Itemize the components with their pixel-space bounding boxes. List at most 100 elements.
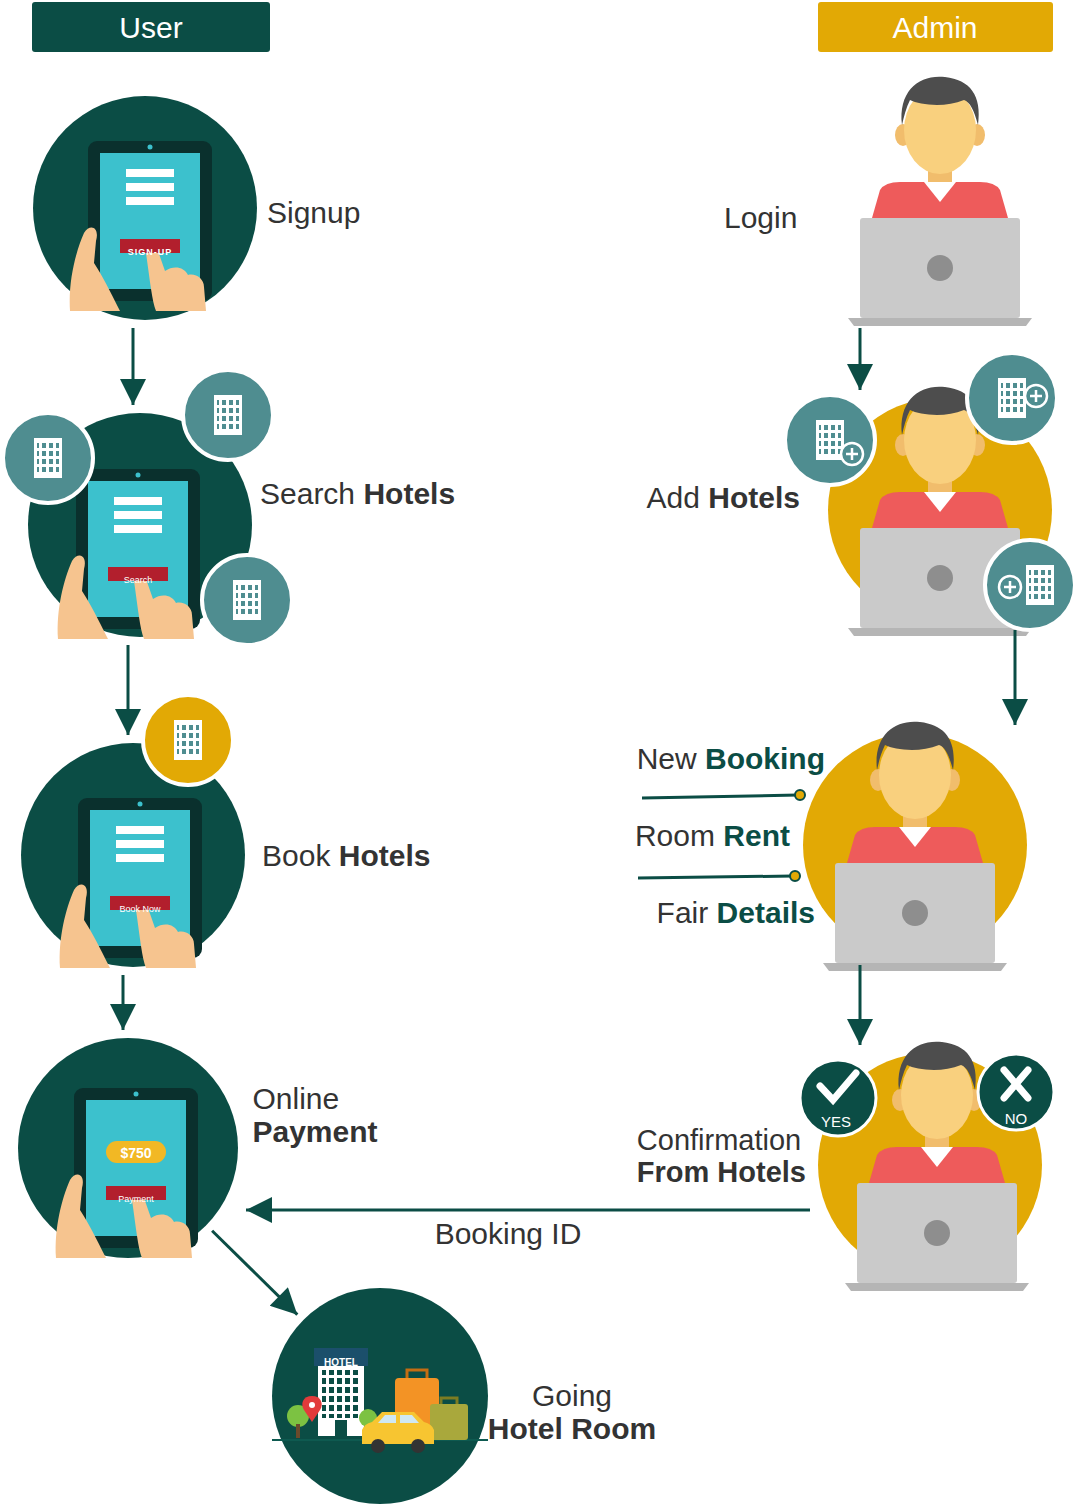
add-hotel-icon	[967, 353, 1057, 443]
detail-label: Room Rent	[635, 819, 790, 852]
hotel-scene	[309, 1402, 315, 1408]
text-part: Fair	[657, 896, 709, 929]
leader-line	[795, 790, 805, 800]
text-part: Room	[635, 819, 715, 852]
step-circle: Going Hotel RoomHOTEL	[272, 1288, 488, 1504]
column-header: User	[32, 2, 270, 52]
text-holder: Search Hotels	[260, 477, 455, 510]
admin-figure	[848, 77, 1032, 326]
header-text: User	[119, 11, 182, 44]
circle-outline	[818, 1053, 1042, 1277]
hotel-icon	[233, 580, 261, 620]
admin-figure	[848, 77, 1032, 326]
hotel-icon	[174, 720, 202, 760]
add-hotel-icon	[999, 576, 1021, 598]
hotel-icon	[183, 370, 273, 460]
text-part: Confirmation	[637, 1125, 806, 1157]
text-holder: $750	[120, 1144, 151, 1162]
text-part: Hotel Room	[488, 1412, 656, 1445]
hotel-icon	[3, 413, 93, 503]
flow-arrow	[246, 1209, 810, 1212]
text-part: Add	[647, 481, 700, 514]
circle-outline	[21, 743, 245, 967]
text-holder: Online Payment	[252, 1082, 377, 1148]
signup-tablet	[70, 141, 212, 311]
button-text: SIGN-UP	[128, 248, 173, 258]
flow-arrow	[859, 328, 862, 390]
header-fill	[32, 2, 270, 52]
text-part: Book	[262, 839, 330, 872]
add-hotel-icon	[1025, 385, 1047, 407]
add-hotel-icon	[1026, 565, 1054, 605]
step-label: Confirmation From Hotels	[637, 1125, 806, 1189]
text-holder: Book Hotels	[262, 839, 430, 872]
text-part: Going	[488, 1379, 656, 1412]
add-hotel-icon	[841, 443, 863, 465]
flow-arrow	[127, 645, 130, 735]
step-label: Signup	[267, 196, 360, 229]
step-label: Login	[724, 201, 797, 234]
hotel-icon	[202, 555, 292, 645]
circle-outline	[33, 96, 257, 320]
hotel-scene	[322, 1370, 360, 1418]
text-holder: Going Hotel Room	[488, 1379, 656, 1445]
hotel-scene	[378, 1415, 419, 1423]
button-text: Book Now	[119, 905, 160, 915]
text-part: Hotels	[363, 477, 455, 510]
badge-text: NO	[1005, 1111, 1028, 1128]
add-hotel-icon	[998, 378, 1026, 418]
hotel-icon	[143, 695, 233, 785]
hotel-icon	[3, 413, 93, 503]
no-badge	[978, 1054, 1054, 1130]
hotel-scene	[318, 1364, 364, 1436]
leader-line	[642, 795, 798, 798]
flow-arrow	[122, 975, 125, 1030]
button-text: Payment	[118, 1195, 154, 1205]
step-label: Going Hotel Room	[488, 1379, 656, 1445]
text-part: From Hotels	[637, 1157, 806, 1189]
yes-badge	[800, 1060, 876, 1136]
yes-badge	[800, 1060, 876, 1136]
step-label: Online Payment	[252, 1082, 377, 1148]
detail-label: Fair Details	[657, 896, 815, 929]
payment-tablet	[56, 1088, 198, 1258]
text-part: Booking	[705, 742, 825, 775]
signup-tablet	[70, 141, 212, 311]
search-tablet	[114, 497, 162, 533]
flow-arrow	[1014, 630, 1017, 725]
detail-label: New Booking	[637, 742, 825, 775]
text-holder: Admin	[892, 11, 977, 44]
leader-line	[790, 871, 800, 881]
text-holder: Add Hotels	[647, 481, 800, 514]
search-tablet	[58, 469, 200, 639]
book-tablet	[60, 798, 202, 968]
text-holder: NO	[1005, 1110, 1028, 1128]
text-part: Hotels	[339, 839, 431, 872]
text-holder: Login	[724, 201, 797, 234]
hotel-scene	[296, 1424, 300, 1438]
hotel-scene	[362, 1412, 434, 1444]
sign-text: HOTEL	[324, 1357, 358, 1368]
flow-arrow	[859, 965, 862, 1045]
circle-outline	[18, 1038, 238, 1258]
search-tablet	[58, 469, 200, 639]
text-holder: User	[119, 11, 182, 44]
hotel-scene	[302, 1396, 321, 1422]
add-hotel-icon	[985, 540, 1075, 630]
book-tablet	[60, 798, 202, 968]
book-tablet	[116, 826, 164, 862]
leader-line	[638, 876, 793, 878]
text-part: Search	[260, 477, 355, 510]
no-badge	[1004, 1070, 1028, 1098]
add-hotel-icon	[985, 540, 1075, 630]
hotel-icon	[214, 395, 242, 435]
hotel-scene	[335, 1420, 347, 1436]
hotel-scene	[411, 1439, 425, 1453]
text-part: Rent	[723, 819, 790, 852]
add-hotel-icon	[967, 353, 1057, 443]
step-label: Book Hotels	[262, 839, 430, 872]
badge-text: YES	[821, 1114, 851, 1131]
hotel-icon	[183, 370, 273, 460]
